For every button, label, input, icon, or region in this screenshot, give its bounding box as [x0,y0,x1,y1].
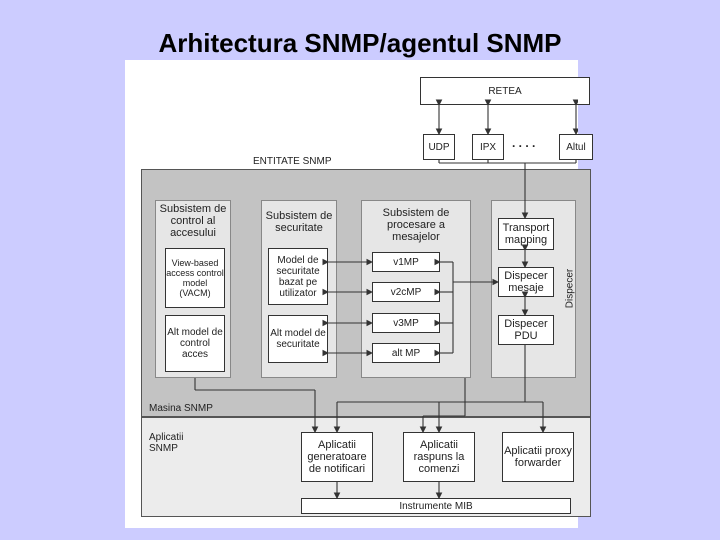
udp-box: UDP [423,134,455,160]
access-control-title: Subsistem de control al accesului [159,203,227,239]
other-access-model-box: Alt model de control acces [165,315,225,372]
pdu-dispatcher-box: Dispecer PDU [498,315,554,345]
more-protocols-dots: . . . . [512,136,536,150]
notification-generator-app: Aplicatii generatoare de notificari [301,432,373,482]
usm-box: Model de securitate bazat pe utilizator [268,248,328,305]
snmp-apps-label: Aplicatii SNMP [149,432,184,454]
message-dispatcher-box: Dispecer mesaje [498,267,554,297]
slide-title: Arhitectura SNMP/agentul SNMP [158,28,562,58]
network-box: RETEA [420,77,590,105]
snmp-entity-label: ENTITATE SNMP [253,156,332,167]
proxy-forwarder-app: Aplicatii proxy forwarder [502,432,574,482]
vacm-box: View-based access control model (VACM) [165,248,225,308]
security-title: Subsistem de securitate [265,210,333,234]
snmp-engine-label: Masina SNMP [149,403,213,414]
snmp-architecture-diagram: RETEA UDP IPX . . . . Altul ENTITATE SNM… [125,60,593,528]
connector-lines [194,99,578,500]
message-processing-title: Subsistem de procesare a mesajelor [382,207,450,243]
other-security-model-box: Alt model de securitate [268,315,328,363]
